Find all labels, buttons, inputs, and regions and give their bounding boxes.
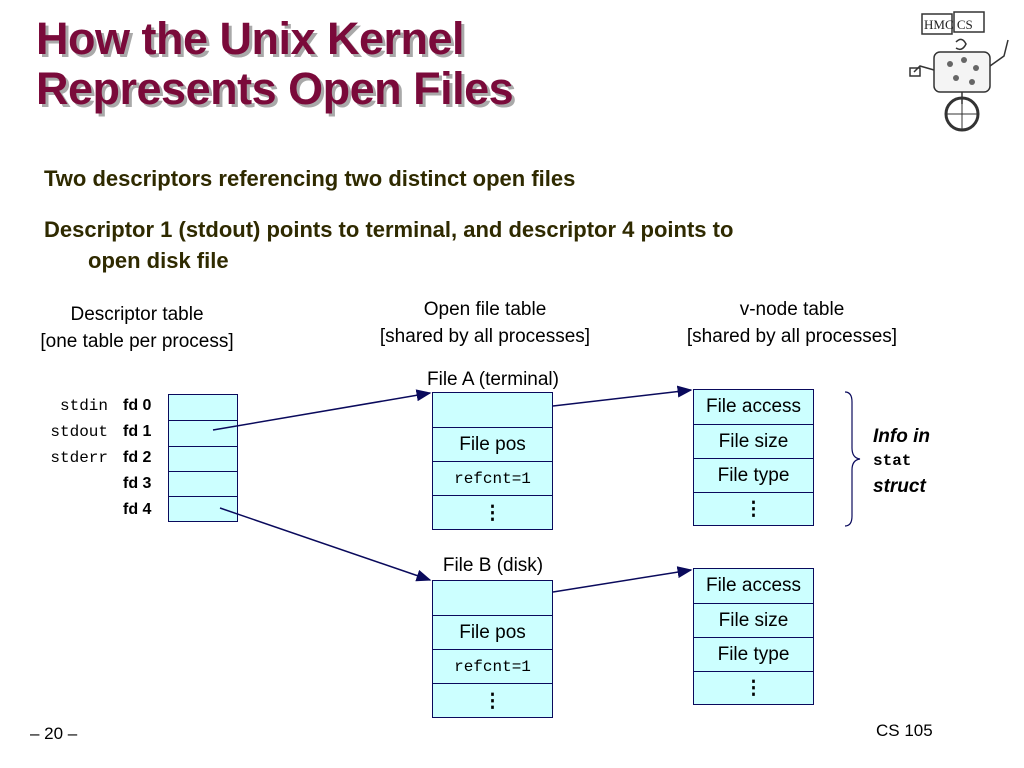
descriptor-slot	[169, 496, 237, 522]
vnode-header-line-1: v-node table	[739, 299, 845, 320]
title-line-1: How the Unix Kernel	[36, 13, 465, 64]
openfile-header-line-2: [shared by all processes]	[379, 326, 591, 347]
file-a-entry: File pos refcnt=1 ⋮	[432, 392, 553, 530]
svg-text:HMC CS: HMC CS	[924, 17, 973, 32]
vnode-a: File access File size File type ⋮	[693, 389, 814, 526]
bullet-2-line-2: open disk file	[88, 248, 229, 273]
vnode-b-access: File access	[705, 575, 802, 596]
file-b-entry: File pos refcnt=1 ⋮	[432, 580, 553, 718]
info-stat: stat	[873, 452, 912, 470]
file-a-pos: File pos	[433, 427, 552, 462]
descriptor-slot	[169, 446, 237, 472]
descriptor-table	[168, 394, 238, 522]
fd-label: fd 4	[123, 501, 152, 518]
descriptor-table-header: Descriptor table [one table per process]	[6, 301, 268, 355]
vnode-b-type: File type	[694, 637, 813, 672]
stdin-label: stdin	[59, 397, 108, 415]
file-b-more: ⋮	[433, 683, 552, 718]
page-number: – 20 –	[30, 724, 78, 743]
vnode-a-more: ⋮	[694, 492, 813, 526]
stdout-label: stdout	[50, 423, 108, 441]
vnode-a-size: File size	[694, 424, 813, 459]
open-file-table-header: Open file table [shared by all processes…	[345, 296, 625, 350]
bullet-2: Descriptor 1 (stdout) points to terminal…	[44, 214, 964, 276]
arrow-fd4-to-file-b	[219, 507, 432, 582]
descriptor-header-line-2: [one table per process]	[40, 331, 234, 352]
file-b-pos: File pos	[433, 615, 552, 650]
vnode-a-type: File type	[694, 458, 813, 493]
file-b-refcnt: refcnt=1	[433, 649, 552, 684]
arrow-file-b-to-vnode-b	[552, 566, 693, 593]
arrow-fd1-to-file-a	[212, 389, 432, 431]
vnode-b-size: File size	[694, 603, 813, 638]
descriptor-slot	[169, 420, 237, 446]
descriptor-slot	[169, 471, 237, 497]
info-line-3: struct	[873, 476, 926, 497]
descriptor-header-line-1: Descriptor table	[70, 304, 204, 325]
fd-label: fd 3	[123, 475, 152, 492]
vnode-header-line-2: [shared by all processes]	[686, 326, 898, 347]
bullet-2-line-1: Descriptor 1 (stdout) points to terminal…	[44, 217, 734, 242]
bullet-1: Two descriptors referencing two distinct…	[44, 166, 576, 191]
file-b-label: File B (disk)	[442, 555, 544, 576]
fd-label: fd 0	[123, 397, 152, 414]
stderr-label: stderr	[50, 449, 108, 467]
slide-title: How the Unix Kernel Represents Open File…	[36, 13, 514, 114]
fd-label: fd 1	[123, 423, 152, 440]
vnode-table-header: v-node table [shared by all processes]	[650, 296, 934, 350]
openfile-header-line-1: Open file table	[423, 299, 547, 320]
vnode-a-access: File access	[705, 396, 802, 417]
stat-brace	[844, 391, 861, 527]
vnode-b-more: ⋮	[694, 671, 813, 705]
course-label: CS 105	[876, 721, 933, 740]
vnode-b: File access File size File type ⋮	[693, 568, 814, 705]
hmc-cs-logo: HMC CS	[906, 8, 1016, 137]
file-a-refcnt: refcnt=1	[433, 461, 552, 496]
arrow-file-a-to-vnode-a	[552, 385, 693, 407]
title-line-2: Represents Open Files	[36, 63, 514, 114]
info-line-1: Info in	[873, 426, 930, 447]
stat-info-label: Info in stat struct	[873, 424, 930, 499]
fd-label: fd 2	[123, 449, 152, 466]
file-a-label: File A (terminal)	[427, 369, 559, 390]
file-a-more: ⋮	[433, 495, 552, 530]
